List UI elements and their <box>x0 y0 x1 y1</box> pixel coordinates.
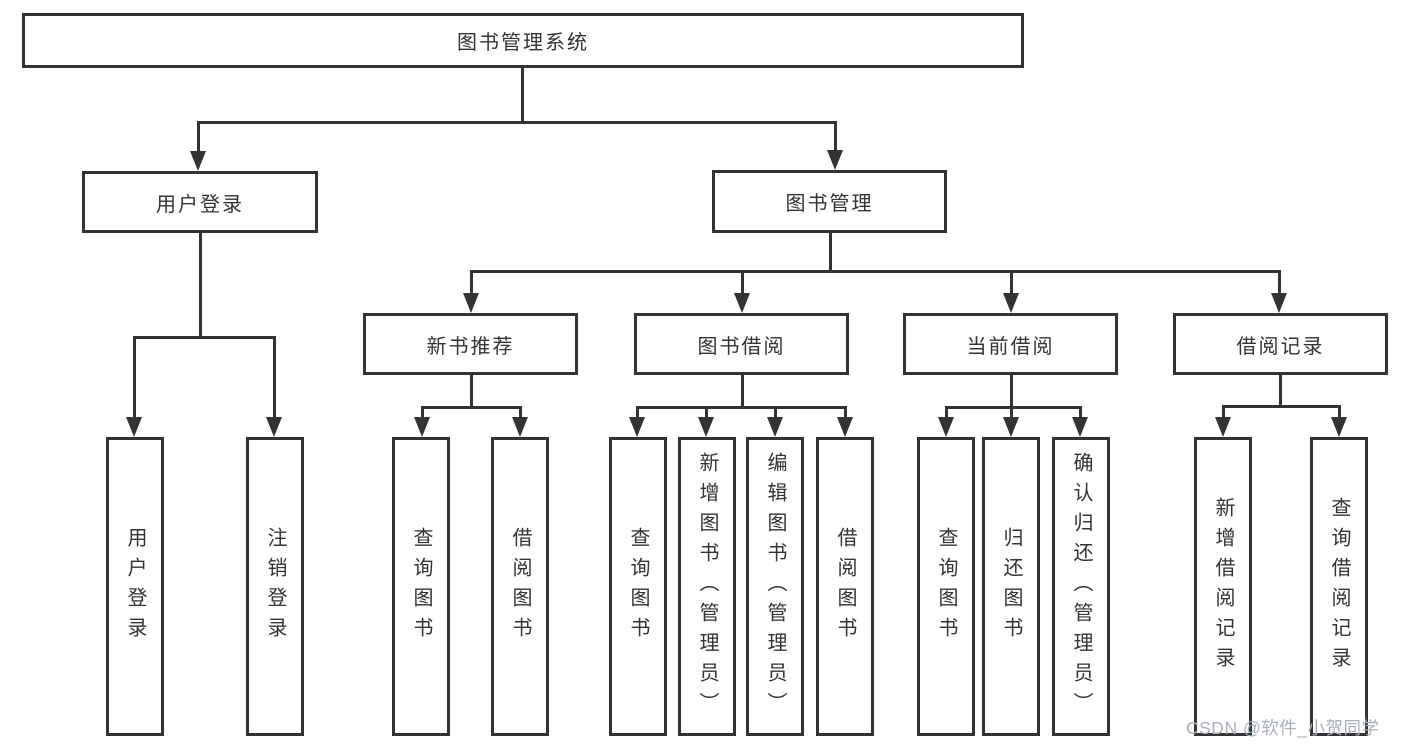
connector-line <box>635 406 847 409</box>
connector-line <box>196 121 837 124</box>
connector-line <box>196 121 200 153</box>
connector-line <box>1278 375 1282 408</box>
arrow-down-icon <box>1215 417 1231 437</box>
connector-line <box>420 406 522 409</box>
connector-line <box>828 233 832 273</box>
connector-line <box>635 406 639 421</box>
arrow-down-icon <box>463 293 479 313</box>
connector-line <box>1009 375 1013 409</box>
arrow-down-icon <box>414 417 430 437</box>
leaf-borrowing-edit-book-admin: 编辑图书（管理员） <box>746 437 804 736</box>
leaf-borrowing-borrow-book: 借阅图书 <box>816 437 874 736</box>
connector-line <box>944 406 948 421</box>
connector-line <box>1337 405 1341 421</box>
node-user-login: 用户登录 <box>82 171 318 233</box>
connector-line <box>704 406 708 421</box>
connector-line <box>132 336 136 421</box>
leaf-logout: 注销登录 <box>246 437 304 736</box>
arrow-down-icon <box>1003 417 1019 437</box>
leaf-borrowing-add-book-admin: 新增图书（管理员） <box>678 437 736 736</box>
leaf-recommend-query-book: 查询图书 <box>392 437 450 736</box>
connector-line <box>740 270 744 297</box>
arrow-down-icon <box>837 417 853 437</box>
connector-line <box>272 336 276 421</box>
connector-line <box>520 68 524 122</box>
connector-line <box>198 233 202 339</box>
connector-line <box>469 270 1281 273</box>
connector-line <box>843 406 847 421</box>
arrow-down-icon <box>1331 417 1347 437</box>
connector-line <box>1277 270 1281 297</box>
connector-line <box>833 121 837 152</box>
watermark: CSDN @软件_小贺同学 <box>1186 718 1380 738</box>
node-library-system: 图书管理系统 <box>22 13 1024 68</box>
arrow-down-icon <box>126 417 142 437</box>
connector-line <box>1078 406 1082 421</box>
node-borrowing-records: 借阅记录 <box>1173 313 1388 375</box>
leaf-records-query-record: 查询借阅记录 <box>1310 437 1368 736</box>
connector-line <box>518 406 522 421</box>
arrow-down-icon <box>827 150 843 170</box>
node-current-borrowing: 当前借阅 <box>903 313 1118 375</box>
arrow-down-icon <box>1271 293 1287 313</box>
connector-line <box>773 406 777 421</box>
leaf-recommend-borrow-book: 借阅图书 <box>491 437 549 736</box>
arrow-down-icon <box>734 293 750 313</box>
leaf-current-return-book: 归还图书 <box>982 437 1040 736</box>
leaf-current-confirm-return-admin: 确认归还（管理员） <box>1052 437 1110 736</box>
node-new-book-recommendation: 新书推荐 <box>363 313 578 375</box>
arrow-down-icon <box>629 417 645 437</box>
connector-line <box>1009 270 1013 297</box>
connector-line <box>420 406 424 421</box>
arrow-down-icon <box>1003 293 1019 313</box>
arrow-down-icon <box>698 417 714 437</box>
arrow-down-icon <box>767 417 783 437</box>
connector-line <box>944 406 1082 409</box>
connector-line <box>132 336 276 339</box>
arrow-down-icon <box>512 417 528 437</box>
leaf-borrowing-query-book: 查询图书 <box>609 437 667 736</box>
connector-line <box>740 375 744 409</box>
arrow-down-icon <box>190 151 206 171</box>
node-book-management: 图书管理 <box>712 170 947 233</box>
leaf-user-login: 用户登录 <box>106 437 164 736</box>
leaf-records-add-record: 新增借阅记录 <box>1194 437 1252 736</box>
arrow-down-icon <box>266 417 282 437</box>
connector-line <box>1009 406 1013 421</box>
connector-line <box>1221 405 1225 421</box>
connector-line <box>469 375 473 409</box>
connector-line <box>1221 405 1341 408</box>
node-book-borrowing: 图书借阅 <box>634 313 849 375</box>
arrow-down-icon <box>1072 417 1088 437</box>
leaf-current-query-book: 查询图书 <box>917 437 975 736</box>
arrow-down-icon <box>938 417 954 437</box>
connector-line <box>469 270 473 297</box>
